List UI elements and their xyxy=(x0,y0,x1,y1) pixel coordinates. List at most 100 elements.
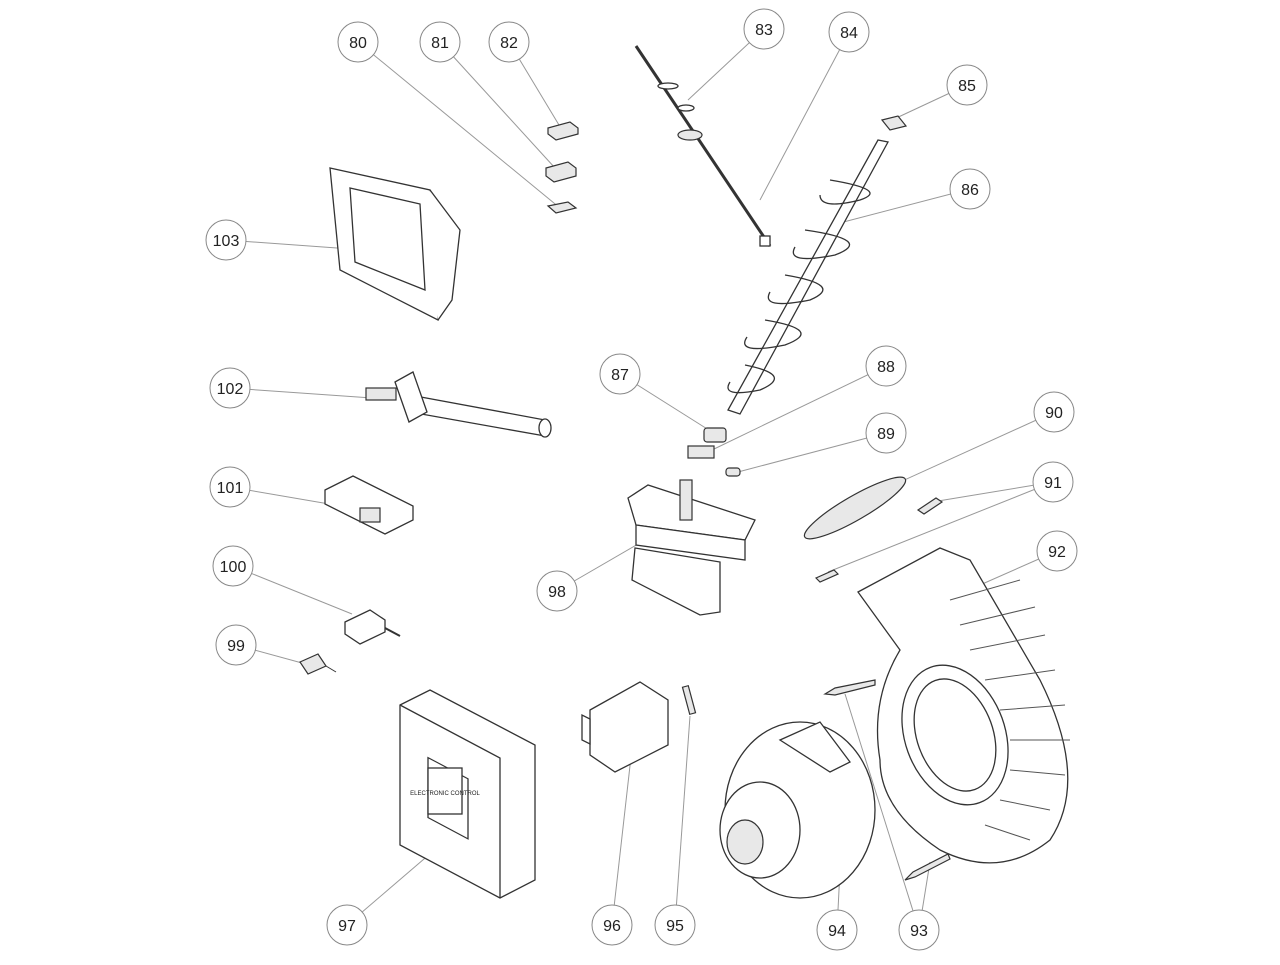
callout-94: 94 xyxy=(816,909,858,951)
callout-86: 86 xyxy=(949,168,991,210)
callout-88: 88 xyxy=(865,345,907,387)
callout-circle xyxy=(209,466,251,508)
part-91-clips xyxy=(814,497,944,583)
part-90-gasket xyxy=(803,476,907,540)
leader-line-95 xyxy=(674,715,691,926)
callout-circle xyxy=(212,545,254,587)
callout-circle xyxy=(1032,461,1074,503)
callout-96: 96 xyxy=(591,904,633,946)
part-95-pin xyxy=(681,684,697,716)
part-94-fan-motor xyxy=(719,721,876,899)
part-88-key xyxy=(687,445,715,459)
callout-92: 92 xyxy=(1036,530,1078,572)
callout-80: 80 xyxy=(337,21,379,63)
callout-circle xyxy=(488,21,530,63)
callout-100: 100 xyxy=(212,545,254,587)
part-86-auger xyxy=(727,139,889,415)
part-100-switch xyxy=(344,609,401,645)
leader-line-100 xyxy=(232,565,353,615)
leader-line-90 xyxy=(877,411,1055,493)
callout-number: 91 xyxy=(1044,475,1062,492)
callout-circle xyxy=(599,353,641,395)
callout-circle xyxy=(205,219,247,261)
callout-95: 95 xyxy=(654,904,696,946)
part-96-module xyxy=(581,681,669,773)
callout-number: 85 xyxy=(958,78,976,95)
callout-number: 80 xyxy=(349,35,367,52)
callout-circle xyxy=(865,345,907,387)
part-98-gearmotor xyxy=(627,479,756,616)
part-87-bushing xyxy=(703,427,727,443)
callout-number: 93 xyxy=(910,923,928,940)
callout-circle xyxy=(865,412,907,454)
callout-87: 87 xyxy=(599,353,641,395)
callout-circle xyxy=(1036,530,1078,572)
callout-circle xyxy=(1033,391,1075,433)
callout-circle xyxy=(591,904,633,946)
callout-90: 90 xyxy=(1033,391,1075,433)
callout-number: 89 xyxy=(877,426,895,443)
leader-line-88 xyxy=(711,365,887,451)
callout-circle xyxy=(816,909,858,951)
callout-number: 88 xyxy=(877,359,895,376)
callout-98: 98 xyxy=(536,570,578,612)
callout-number: 90 xyxy=(1045,405,1063,422)
part-93-bolts xyxy=(823,679,951,881)
callout-number: 87 xyxy=(611,367,629,384)
callout-circle xyxy=(828,11,870,53)
callout-circle xyxy=(419,21,461,63)
leader-line-84 xyxy=(759,31,850,201)
svg-text:ELECTRONIC CONTROL: ELECTRONIC CONTROL xyxy=(410,791,480,797)
callout-83: 83 xyxy=(743,8,785,50)
callout-bubbles: 80 81 82 83 84 85 86 87 88 89 90 91 92 93 94 95 96 97 98 99… xyxy=(205,8,1078,951)
callout-number: 81 xyxy=(431,35,449,52)
callout-99: 99 xyxy=(215,624,257,666)
part-97-control-board: ELECTRONIC CONTROL xyxy=(399,689,536,899)
callout-81: 81 xyxy=(419,21,461,63)
callout-97: 97 xyxy=(326,904,368,946)
callout-number: 83 xyxy=(755,22,773,39)
part-103-hopper xyxy=(329,167,461,322)
parts: ELECTRONIC CONTROL xyxy=(299,45,1070,899)
callout-number: 96 xyxy=(603,918,621,935)
part-83-84-probe-rod xyxy=(634,45,772,247)
callout-101: 101 xyxy=(209,466,251,508)
callout-number: 95 xyxy=(666,918,684,935)
callout-89: 89 xyxy=(865,412,907,454)
callout-84: 84 xyxy=(828,11,870,53)
leader-line-91 xyxy=(827,481,1054,573)
callout-number: 92 xyxy=(1048,544,1066,561)
callout-number: 100 xyxy=(220,559,247,576)
callout-circle xyxy=(743,8,785,50)
callout-circle xyxy=(654,904,696,946)
leader-line-81 xyxy=(439,41,556,169)
callout-circle xyxy=(898,909,940,951)
callout-number: 86 xyxy=(961,182,979,199)
part-102-igniter xyxy=(365,371,552,438)
callout-number: 94 xyxy=(828,923,846,940)
callout-number: 101 xyxy=(217,480,244,497)
callout-circle xyxy=(215,624,257,666)
leader-line-102 xyxy=(229,387,373,399)
part-81-clip xyxy=(545,161,577,183)
callout-number: 99 xyxy=(227,638,245,655)
part-101-bracket xyxy=(324,475,414,535)
callout-85: 85 xyxy=(946,64,988,106)
leader-line-93 xyxy=(844,693,920,931)
control-label-sticker: ELECTRONIC CONTROL xyxy=(410,767,480,815)
part-89-pin xyxy=(725,467,741,477)
callout-circle xyxy=(946,64,988,106)
leader-line-86 xyxy=(831,188,971,226)
callout-82: 82 xyxy=(488,21,530,63)
callout-circle xyxy=(949,168,991,210)
leader-line-80 xyxy=(357,41,561,209)
callout-circle xyxy=(337,21,379,63)
callout-number: 84 xyxy=(840,25,858,42)
part-80-clip xyxy=(546,201,578,214)
part-85-cap xyxy=(880,115,908,131)
callout-circle xyxy=(326,904,368,946)
callout-circle xyxy=(536,570,578,612)
callout-number: 103 xyxy=(213,233,240,250)
part-82-clip xyxy=(547,121,579,141)
